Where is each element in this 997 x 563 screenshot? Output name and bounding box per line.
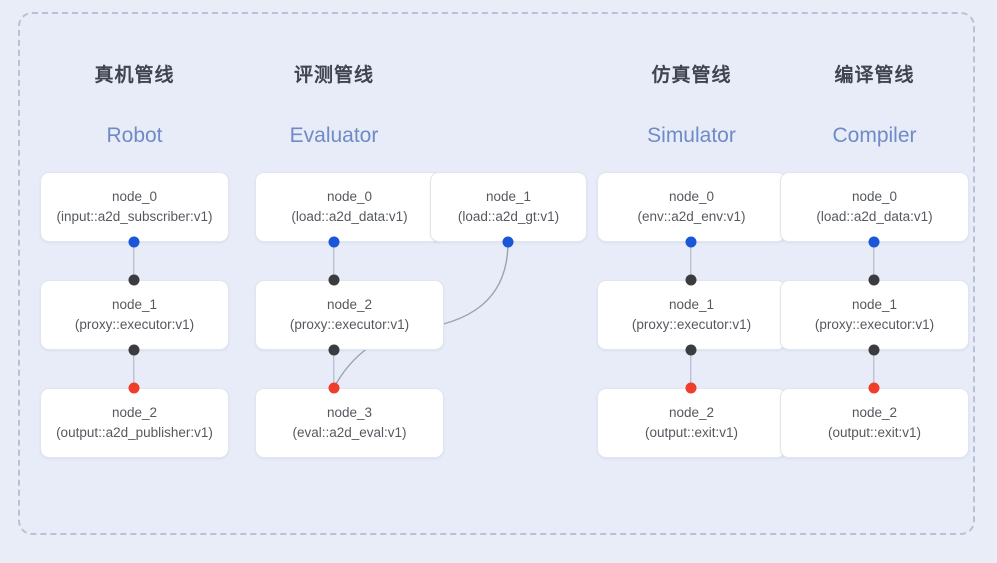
port-out-robot-0[interactable] [128,236,140,248]
node-evaluator-2[interactable]: node_2 (proxy::executor:v1) [255,280,444,350]
node-evaluator-3[interactable]: node_3 (eval::a2d_eval:v1) [255,388,444,458]
port-in-robot-1[interactable] [128,274,140,286]
edge-robot-1-2 [133,350,135,388]
node-compiler-1[interactable]: node_1 (proxy::executor:v1) [780,280,969,350]
node-evaluator-0[interactable]: node_0 (load::a2d_data:v1) [255,172,444,242]
column-subtitle-simulator: Simulator [647,124,736,147]
node-type: (proxy::executor:v1) [814,317,935,332]
node-robot-1[interactable]: node_1 (proxy::executor:v1) [40,280,229,350]
edge-compiler-0-1 [873,242,875,280]
node-name: node_2 [668,405,715,420]
port-out-simulator-1[interactable] [685,344,697,356]
node-evaluator-1[interactable]: node_1 (load::a2d_gt:v1) [430,172,587,242]
node-name: node_3 [326,405,373,420]
node-robot-0[interactable]: node_0 (input::a2d_subscriber:v1) [40,172,229,242]
node-name: node_2 [111,405,158,420]
node-name: node_1 [111,297,158,312]
column-title-simulator: 仿真管线 [651,65,732,86]
edge-simulator-1-2 [690,350,692,388]
node-type: (proxy::executor:v1) [289,317,410,332]
node-type: (eval::a2d_eval:v1) [292,425,407,440]
port-out-compiler-1[interactable] [868,344,880,356]
node-type: (proxy::executor:v1) [74,317,195,332]
node-type: (output::a2d_publisher:v1) [56,425,213,440]
column-subtitle-evaluator: Evaluator [289,124,379,147]
node-type: (input::a2d_subscriber:v1) [56,209,213,224]
column-title-robot: 真机管线 [94,65,175,86]
node-name: node_0 [851,189,898,204]
node-name: node_1 [851,297,898,312]
node-compiler-0[interactable]: node_0 (load::a2d_data:v1) [780,172,969,242]
node-simulator-2[interactable]: node_2 (output::exit:v1) [597,388,786,458]
node-type: (load::a2d_data:v1) [291,209,408,224]
node-type: (proxy::executor:v1) [631,317,752,332]
port-out-evaluator-2[interactable] [328,344,340,356]
port-in-compiler-2[interactable] [868,382,880,394]
node-name: node_1 [485,189,532,204]
port-in-compiler-1[interactable] [868,274,880,286]
node-type: (load::a2d_gt:v1) [457,209,560,224]
edge-robot-0-1 [133,242,135,280]
node-name: node_2 [851,405,898,420]
edge-evaluator-0-2 [333,242,335,280]
port-out-evaluator-1[interactable] [502,236,514,248]
node-name: node_0 [668,189,715,204]
port-out-robot-1[interactable] [128,344,140,356]
column-title-compiler: 编译管线 [834,65,915,86]
node-name: node_2 [326,297,373,312]
column-title-evaluator: 评测管线 [293,65,374,86]
port-in-evaluator-3[interactable] [328,382,340,394]
edge-simulator-0-1 [690,242,692,280]
port-in-simulator-2[interactable] [685,382,697,394]
edge-compiler-1-2 [873,350,875,388]
node-type: (output::exit:v1) [644,425,739,440]
port-in-simulator-1[interactable] [685,274,697,286]
column-subtitle-robot: Robot [106,124,163,147]
port-out-evaluator-0[interactable] [328,236,340,248]
node-robot-2[interactable]: node_2 (output::a2d_publisher:v1) [40,388,229,458]
column-subtitle-compiler: Compiler [832,124,917,147]
node-simulator-1[interactable]: node_1 (proxy::executor:v1) [597,280,786,350]
port-in-robot-2[interactable] [128,382,140,394]
port-in-evaluator-2[interactable] [328,274,340,286]
node-simulator-0[interactable]: node_0 (env::a2d_env:v1) [597,172,786,242]
node-type: (env::a2d_env:v1) [637,209,746,224]
node-type: (load::a2d_data:v1) [816,209,933,224]
port-out-compiler-0[interactable] [868,236,880,248]
edge-evaluator-2-3 [333,350,335,388]
node-name: node_0 [326,189,373,204]
node-type: (output::exit:v1) [827,425,922,440]
port-out-simulator-0[interactable] [685,236,697,248]
node-compiler-2[interactable]: node_2 (output::exit:v1) [780,388,969,458]
node-name: node_1 [668,297,715,312]
node-name: node_0 [111,189,158,204]
